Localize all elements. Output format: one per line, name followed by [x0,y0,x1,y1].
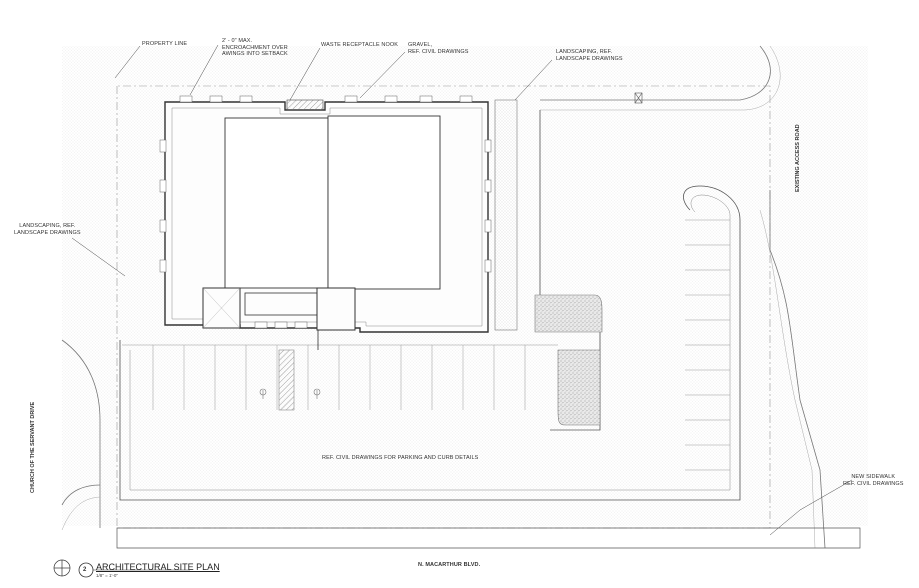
accessible-parking-icon [259,388,321,399]
landscaping-note-west: LANDSCAPING, REF. LANDSCAPE DRAWINGS [14,223,81,236]
drawing-scale: 1/8" = 1'-0" [96,573,118,578]
parking-island [683,185,741,221]
access-road-curve [540,45,771,101]
north-arrow-icon [53,559,71,577]
new-sidewalk-note: NEW SIDEWALK REF. CIVIL DRAWINGS [843,474,903,487]
landscape-strip-east [494,99,518,331]
parking-stalls-south [122,344,558,410]
macarthur-blvd-edge [116,527,861,549]
vestibule-east [316,287,356,331]
landscape-island-ne [534,294,603,333]
crosswalk [278,349,295,411]
waste-receptacle-nook [286,99,324,111]
church-drive-label: CHURCH OF THE SERVANT DRIVE [30,401,36,493]
landscaping-note-ne: LANDSCAPING, REF. LANDSCAPE DRAWINGS [556,49,623,62]
leader-lines [71,44,853,536]
entry-canopy [244,292,318,316]
monument-sign-icon [634,92,643,104]
awnings [159,95,492,329]
sidewalk-line-1: NEW SIDEWALK [851,474,896,480]
warehouse-area [327,115,441,290]
landscaping-w-line-1: LANDSCAPING, REF. [19,223,76,229]
landscape-island-se [557,349,601,426]
parking-lot-edge [119,220,741,501]
parking-stalls-east [685,219,730,471]
waste-nook-label: WASTE RECEPTACLE NOOK [321,42,398,48]
drawing-number: 2 [83,567,87,573]
landscaping-ne-line-2: LANDSCAPE DRAWINGS [556,55,623,62]
property-line-label: PROPERTY LINE [142,41,188,47]
encroachment-note: 2' - 0" MAX. ENCROACHMENT OVER AWINGS IN… [222,38,288,58]
access-road-east [769,190,826,549]
building [164,101,489,350]
gravel-note: GRAVEL, REF. CIVIL DRAWINGS [408,42,468,55]
sidewalk-line-2: REF. CIVIL DRAWINGS [843,480,904,487]
gravel-line-2: REF. CIVIL DRAWINGS [408,48,469,55]
access-road-label: EXISTING ACCESS ROAD [795,124,801,192]
gravel-line-1: GRAVEL, [408,42,433,48]
sales-floor [224,117,329,289]
church-drive-curve [61,339,101,528]
landscaping-ne-line-1: LANDSCAPING, REF. [556,49,613,55]
encroachment-line-1: 2' - 0" MAX. [222,38,253,44]
landscaping-w-line-2: LANDSCAPE DRAWINGS [14,229,81,236]
macarthur-blvd-label: N. MACARTHUR BLVD. [418,562,481,568]
encroachment-line-3: AWINGS INTO SETBACK [222,51,288,57]
parking-curb-note: REF. CIVIL DRAWINGS FOR PARKING AND CURB… [322,455,479,461]
drawing-title: ARCHITECTURAL SITE PLAN [96,562,220,572]
encroachment-line-2: ENCROACHMENT OVER [222,44,288,51]
